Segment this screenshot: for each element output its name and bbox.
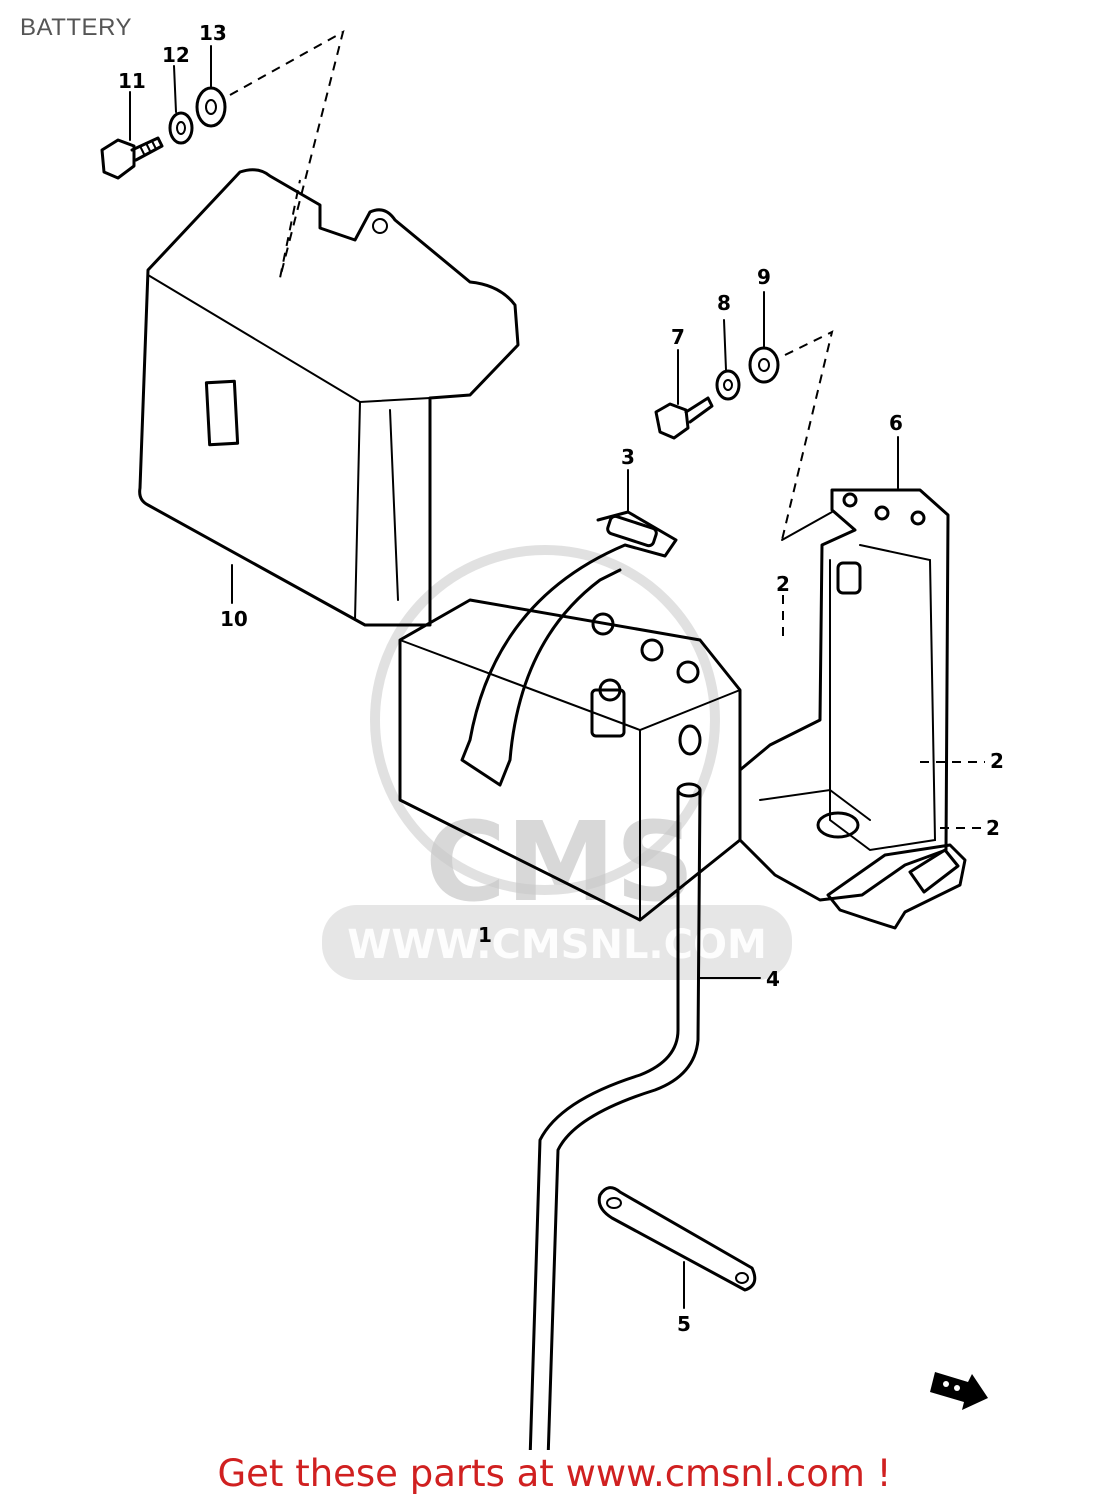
front-arrow-icon (930, 1372, 988, 1410)
callout-6: 6 (889, 411, 903, 435)
callout-7: 7 (671, 325, 685, 349)
washer-13 (195, 86, 227, 128)
leader-8 (723, 319, 727, 371)
callout-8: 8 (717, 291, 731, 315)
breather-tube-4 (528, 782, 702, 1450)
watermark-url: WWW.CMSNL.COM (347, 922, 767, 968)
callout-13: 13 (199, 21, 227, 45)
callout-9: 9 (757, 265, 771, 289)
bolt-11 (100, 136, 164, 180)
leader-12 (173, 65, 177, 113)
footer-link[interactable]: Get these parts at www.cmsnl.com ! (217, 1452, 892, 1495)
lock-washer-8 (715, 369, 741, 401)
callout-labels: 1 2 2 2 3 4 5 6 7 8 9 10 11 12 13 (118, 21, 1004, 1336)
callout-3: 3 (621, 445, 635, 469)
callout-11: 11 (118, 69, 146, 93)
callout-1: 1 (478, 923, 492, 947)
battery-lead-5 (597, 1186, 757, 1292)
battery-1 (398, 598, 742, 922)
callout-2: 2 (986, 816, 1000, 840)
battery-holder-6 (738, 488, 967, 930)
battery-cover-10 (138, 168, 520, 627)
callout-2: 2 (990, 749, 1004, 773)
diagram-title: BATTERY (20, 14, 132, 41)
watermark: CMS WWW.CMSNL.COM (322, 545, 792, 980)
callout-10: 10 (220, 607, 248, 631)
bolt-7 (654, 396, 714, 440)
callout-2: 2 (776, 572, 790, 596)
callout-12: 12 (162, 43, 190, 67)
watermark-ring (370, 545, 720, 895)
lock-washer-12 (168, 111, 194, 145)
watermark-banner (322, 905, 792, 980)
callout-4: 4 (766, 967, 780, 991)
battery-strap-3 (460, 510, 678, 787)
washer-9 (748, 346, 780, 384)
battery-exploded-diagram: CMS WWW.CMSNL.COM (100, 21, 1004, 1450)
watermark-logo: CMS (425, 798, 694, 926)
callout-5: 5 (677, 1312, 691, 1336)
